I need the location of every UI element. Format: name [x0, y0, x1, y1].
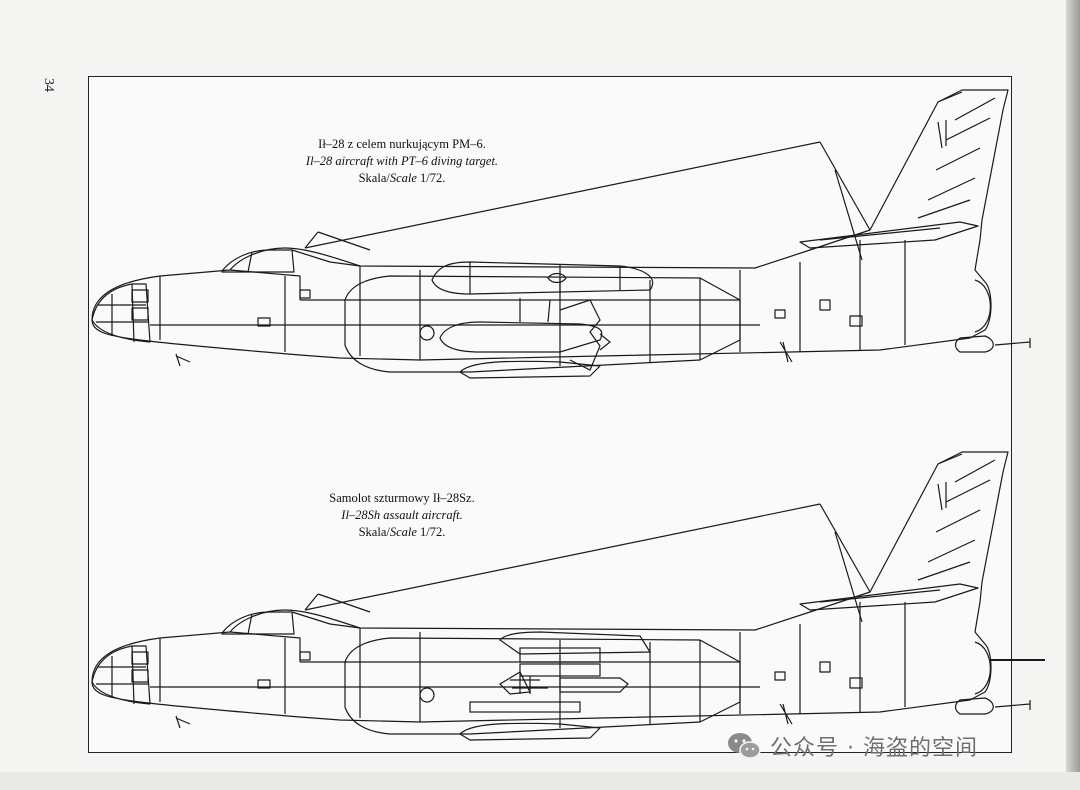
caption-scale: Skala/Scale 1/72.: [272, 170, 532, 187]
scale-value: 1/72.: [416, 171, 446, 185]
caption-title-english: Il–28Sh assault aircraft.: [341, 508, 463, 522]
aircraft-drawing-2: [91, 451, 1045, 741]
watermark-text: 公众号 · 海盗的空间: [770, 736, 978, 761]
caption-title-english: Il–28 aircraft with PT–6 diving target.: [305, 154, 499, 168]
diving-target-upper: [431, 261, 654, 295]
page-binding-shadow: [1066, 0, 1080, 790]
watermark: 公众号 · 海盗的空间: [726, 728, 978, 764]
scale-label-english: Scale: [389, 525, 417, 539]
scale-label-polish: Skala/: [358, 171, 390, 185]
scale-label-polish: Skala/: [358, 525, 390, 539]
caption-scale: Skala/Scale 1/72.: [272, 524, 532, 541]
wechat-icon: [728, 733, 761, 759]
page-bottom-margin: [0, 772, 1080, 790]
scale-label-english: Scale: [389, 171, 417, 185]
caption-title-polish: Ił–28 z celem nurkującym PM–6.: [318, 137, 486, 151]
drawing-caption-1: Ił–28 z celem nurkującym PM–6. Il–28 air…: [272, 136, 532, 187]
drawing-frame: [88, 76, 1012, 753]
scale-value: 1/72.: [416, 525, 446, 539]
rocket-pods: [469, 631, 652, 713]
drawing-caption-2: Samolot szturmowy Ił–28Sz. Il–28Sh assau…: [272, 490, 532, 541]
diving-target-lower: [439, 298, 611, 371]
caption-title-polish: Samolot szturmowy Ił–28Sz.: [329, 491, 475, 505]
aircraft-drawing-1: [91, 89, 1031, 379]
